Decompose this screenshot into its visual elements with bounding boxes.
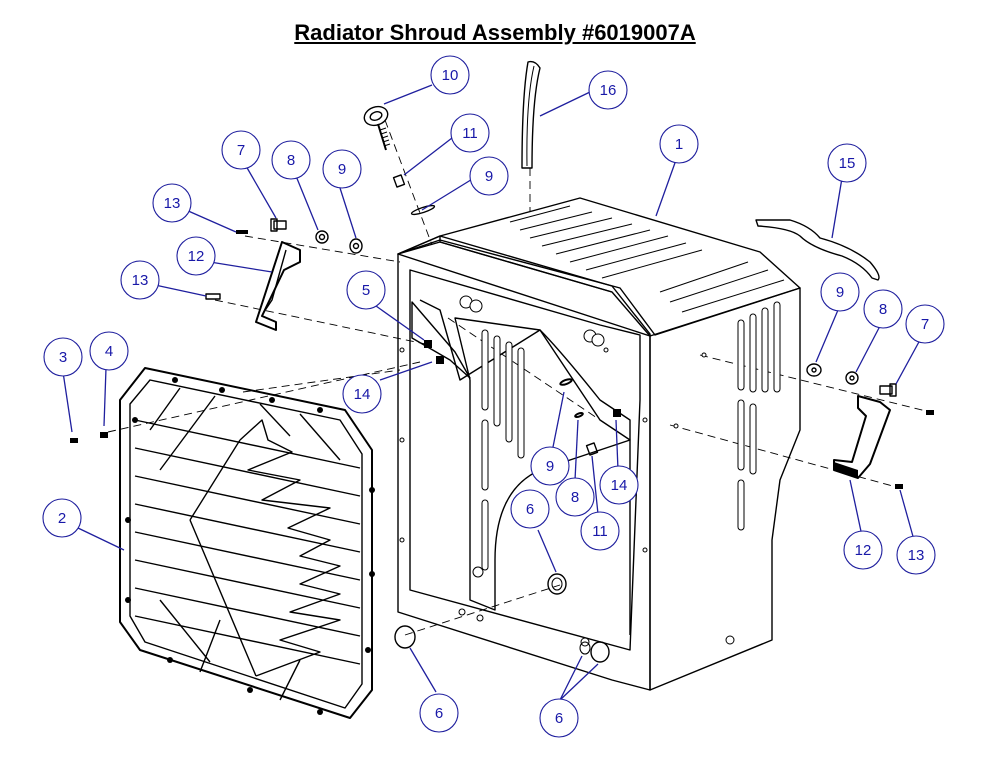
svg-text:11: 11 — [592, 523, 608, 540]
svg-text:15: 15 — [839, 155, 856, 172]
callout-11: 11 — [450, 113, 490, 153]
callout-5: 5 — [346, 270, 386, 310]
callout-12: 12 — [176, 236, 216, 276]
callout-11: 11 — [580, 511, 620, 551]
svg-text:5: 5 — [362, 282, 370, 299]
svg-text:2: 2 — [58, 510, 66, 527]
handle-12-left — [255, 241, 301, 331]
callout-2: 2 — [42, 498, 82, 538]
svg-text:10: 10 — [442, 67, 459, 84]
spacer-11-top — [392, 174, 406, 188]
svg-text:1: 1 — [675, 136, 683, 153]
callout-10: 10 — [430, 55, 470, 95]
callout-leaders — [62, 84, 921, 701]
washer-9-top — [410, 204, 436, 216]
svg-text:8: 8 — [287, 152, 295, 169]
svg-text:9: 9 — [338, 161, 346, 178]
right-upper-hardware — [806, 363, 934, 489]
svg-text:7: 7 — [237, 142, 245, 159]
svg-text:6: 6 — [435, 705, 443, 722]
svg-text:13: 13 — [908, 547, 925, 564]
seal-strip-16 — [521, 60, 541, 169]
svg-text:12: 12 — [855, 542, 872, 559]
callout-bubbles: 10 16 11 9 7 8 9 1 15 13 12 13 5 9 8 7 3… — [42, 55, 945, 738]
page-title: Radiator Shroud Assembly #6019007A — [294, 20, 696, 45]
callout-8: 8 — [863, 289, 903, 329]
svg-text:13: 13 — [132, 272, 149, 289]
side-vent-slots — [737, 301, 781, 531]
svg-text:12: 12 — [188, 248, 205, 265]
callout-15: 15 — [827, 143, 867, 183]
shroud-box — [397, 197, 801, 691]
svg-text:14: 14 — [611, 477, 628, 494]
svg-text:13: 13 — [164, 195, 181, 212]
callout-9: 9 — [322, 149, 362, 189]
svg-text:16: 16 — [600, 82, 617, 99]
callout-14: 14 — [599, 465, 639, 505]
grille-fasteners — [125, 377, 375, 715]
inner-hardware — [559, 378, 599, 456]
core-vent-slots — [481, 329, 525, 571]
svg-text:6: 6 — [555, 710, 563, 727]
callout-8: 8 — [555, 477, 595, 517]
svg-text:4: 4 — [105, 343, 113, 360]
svg-text:3: 3 — [59, 349, 67, 366]
bolt-3-washer-4 — [70, 432, 108, 443]
svg-text:8: 8 — [879, 301, 887, 318]
left-upper-hardware — [205, 218, 363, 300]
callout-3: 3 — [43, 337, 83, 377]
svg-text:14: 14 — [354, 386, 371, 403]
grommets-6 — [394, 573, 610, 663]
callout-7: 7 — [221, 130, 261, 170]
svg-text:11: 11 — [462, 125, 478, 142]
callout-4: 4 — [89, 331, 129, 371]
nuts-5-14 — [424, 340, 621, 417]
seal-strip-15 — [755, 219, 880, 281]
svg-text:9: 9 — [485, 168, 493, 185]
callout-6: 6 — [539, 698, 579, 738]
grille-bars — [134, 387, 361, 701]
callout-9: 9 — [469, 156, 509, 196]
callout-9: 9 — [820, 272, 860, 312]
callout-14: 14 — [342, 374, 382, 414]
callout-13: 13 — [896, 535, 936, 575]
svg-text:7: 7 — [921, 316, 929, 333]
callout-13: 13 — [120, 260, 160, 300]
svg-text:9: 9 — [836, 284, 844, 301]
front-grille — [119, 367, 375, 719]
svg-text:9: 9 — [546, 458, 554, 475]
callout-6: 6 — [510, 489, 550, 529]
callout-7: 7 — [905, 304, 945, 344]
callout-12: 12 — [843, 530, 883, 570]
callout-8: 8 — [271, 140, 311, 180]
callout-16: 16 — [588, 70, 628, 110]
svg-text:8: 8 — [571, 489, 579, 506]
svg-text:6: 6 — [526, 501, 534, 518]
roof-vent-slots — [509, 205, 785, 313]
handle-12-right — [833, 395, 891, 479]
callout-13: 13 — [152, 183, 192, 223]
callout-9: 9 — [530, 446, 570, 486]
callout-6: 6 — [419, 693, 459, 733]
eye-bolt-10 — [363, 105, 391, 151]
callout-1: 1 — [659, 124, 699, 164]
